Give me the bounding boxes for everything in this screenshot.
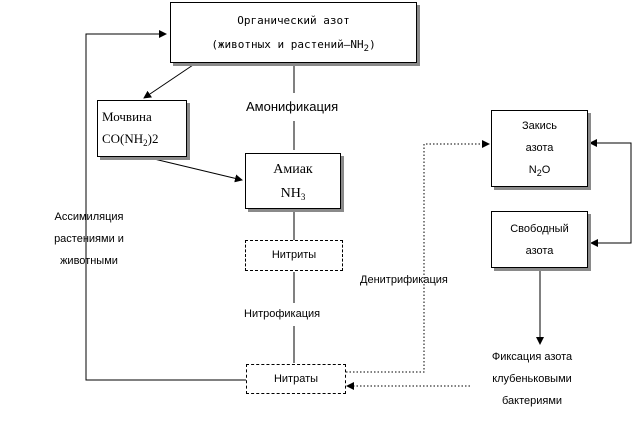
arrow-urea-to-ammonia: [149, 157, 243, 183]
oxide-to-free-loop-line: [590, 142, 632, 247]
assimilation-line-1: Ассимиляция: [54, 211, 124, 223]
nitrous-oxide-title: Закись: [522, 120, 557, 132]
ammonification-label: Амонификация: [246, 99, 339, 114]
nitrites-box: Нитриты: [245, 240, 343, 271]
free-nitrogen-title: Свободный: [510, 223, 569, 235]
organic-nitrogen-formula: (животных и растений–NH2): [211, 38, 376, 54]
ammonia-formula: NH3: [280, 186, 306, 202]
fixation-line-3: бактериями: [501, 395, 563, 407]
free-nitrogen-subtitle: азота: [525, 245, 554, 257]
urea-box: Мочвина CO(NH2)2: [97, 100, 187, 157]
nitrates-title: Нитраты: [273, 373, 319, 385]
urea-title: Мочвина: [102, 109, 152, 124]
fixation-label: Фиксация азота клубеньковыми бактериями: [468, 346, 596, 412]
denitrification-label: Денитрификация: [360, 274, 448, 286]
assimilation-line-3: животными: [60, 255, 118, 267]
assimilation-line-2: растениями и: [54, 233, 124, 245]
arrow-organic-to-urea: [143, 62, 197, 99]
nitrification-label: Нитрофикация: [244, 308, 321, 320]
assimilation-loop-line: [85, 30, 246, 381]
organic-nitrogen-title: Органический азот: [237, 14, 350, 27]
ammonia-box: Амиак NH3: [245, 153, 341, 209]
fixation-line-1: Фиксация азота: [491, 351, 573, 363]
free-nitrogen-box: Свободный азота: [491, 211, 588, 268]
urea-formula: CO(NH2)2: [102, 131, 159, 148]
nitrous-oxide-subtitle: азота: [525, 142, 554, 154]
nitrates-box: Нитраты: [246, 364, 346, 394]
fixation-line-2: клубеньковыми: [492, 373, 572, 385]
denitrification-line: [346, 140, 490, 373]
organic-nitrogen-box: Органический азот (животных и растений–N…: [170, 2, 417, 63]
nitrous-oxide-box: Закись азота N2O: [491, 110, 588, 187]
nitrites-title: Нитриты: [271, 249, 317, 261]
assimilation-label: Ассимиляция растениями и животными: [30, 206, 148, 272]
nitrous-oxide-formula: N2O: [528, 164, 551, 178]
ammonia-title: Амиак: [273, 162, 313, 177]
